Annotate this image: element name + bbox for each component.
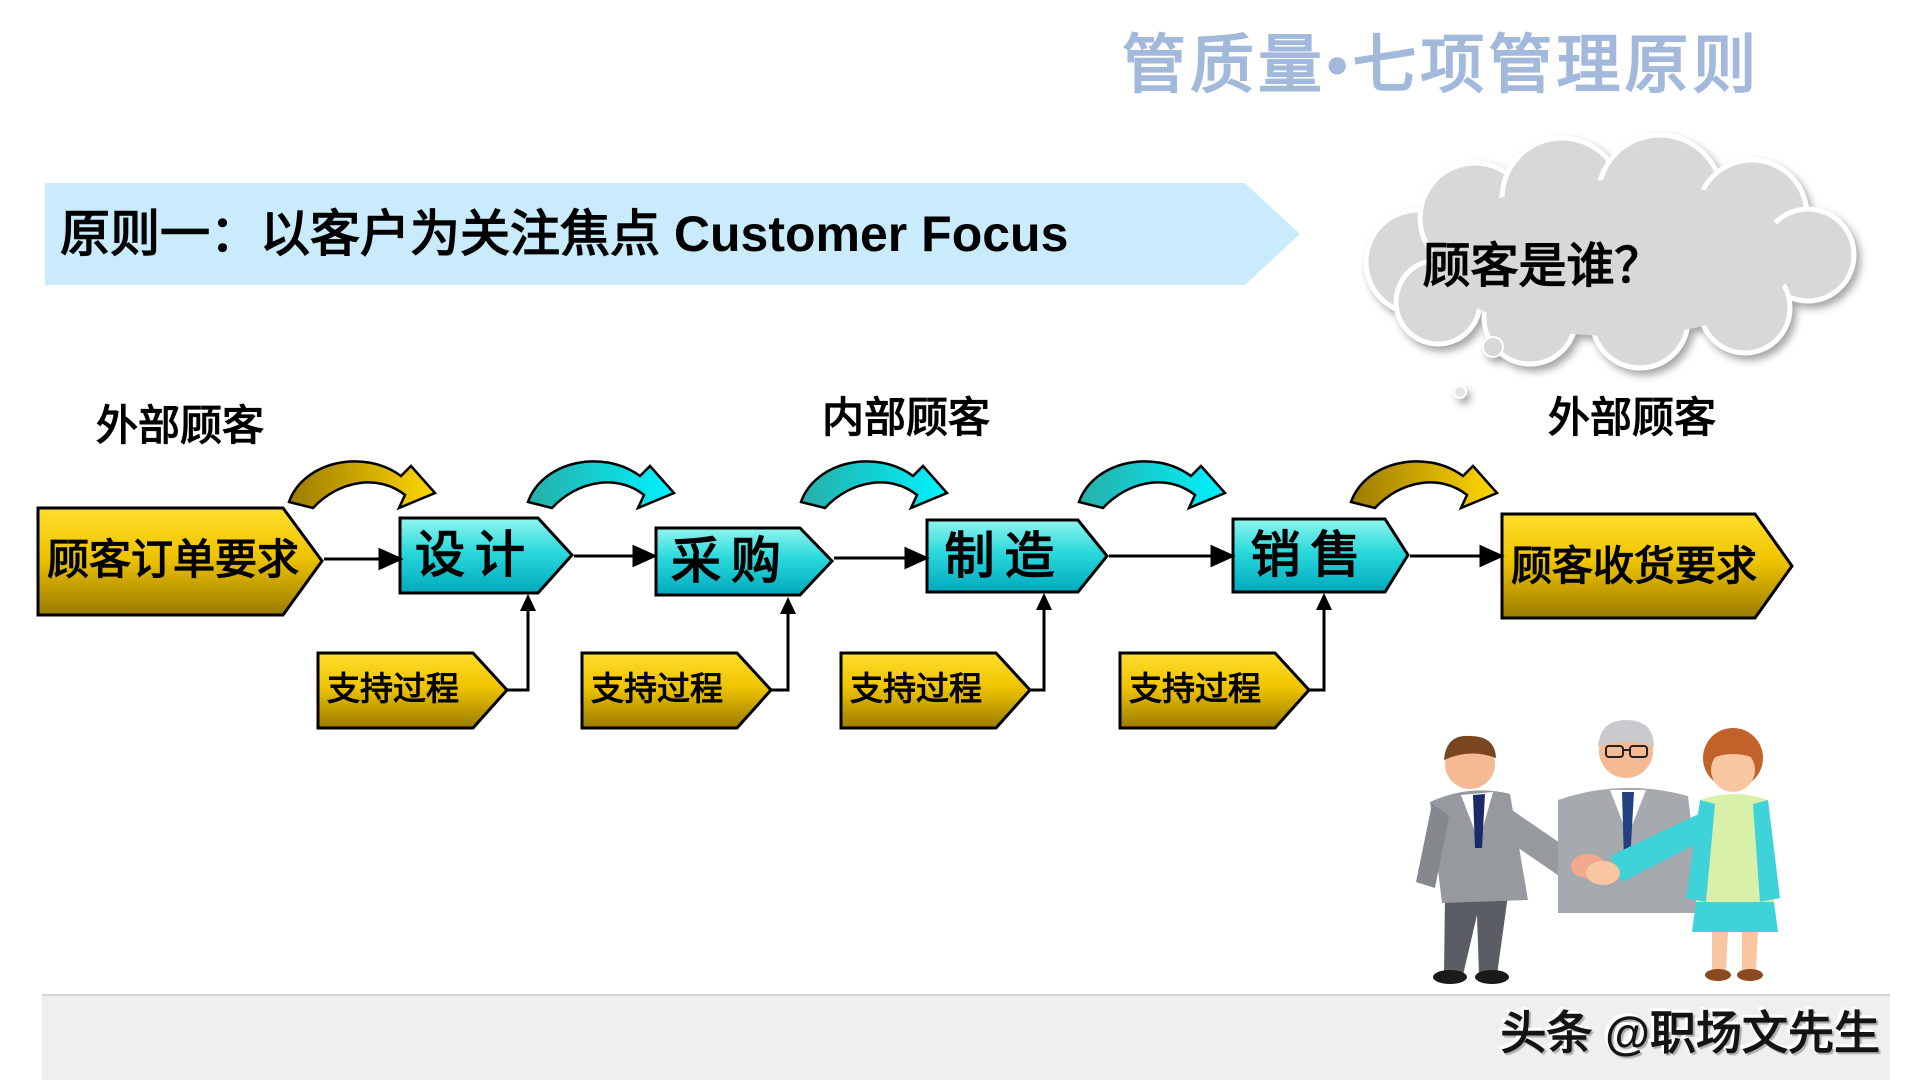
- curved-arrow-gold-1: [287, 460, 438, 511]
- flow-step-sales: 销售: [1250, 527, 1371, 583]
- shape-customer-order: [36, 506, 324, 617]
- label-external-customer-left: 外部顾客: [96, 404, 265, 450]
- curved-arrow-cyan-2: [799, 460, 950, 511]
- support-connectors: [507, 607, 1326, 692]
- principle-banner-title: 原则一：以客户为关注焦点 Customer Focus: [60, 206, 1069, 262]
- label-external-customer-right: 外部顾客: [1548, 396, 1717, 442]
- shape-manufacture: [925, 518, 1109, 594]
- flow-connectors: [324, 544, 1505, 571]
- curved-arrow-cyan-1: [526, 460, 677, 511]
- shape-design: [398, 516, 575, 595]
- shape-customer-receipt: [1500, 512, 1794, 620]
- flow-step-manufacture: 制造: [944, 528, 1065, 584]
- curved-arrow-cyan-3: [1077, 460, 1228, 511]
- support-process-label-2: 支持过程: [591, 672, 723, 708]
- watermark: 头条 @职场文先生: [1500, 1007, 1880, 1059]
- thought-trail-dot: [1453, 385, 1467, 399]
- flow-end-label: 顾客收货要求: [1511, 543, 1757, 589]
- label-internal-customer: 内部顾客: [822, 396, 991, 442]
- shape-purchase: [654, 526, 835, 597]
- support-process-label-4: 支持过程: [1129, 672, 1261, 708]
- people-clipart: [1416, 720, 1780, 984]
- flow-step-purchase: 采购: [671, 533, 791, 589]
- shape-support-1: [316, 651, 510, 730]
- support-process-label-1: 支持过程: [327, 672, 459, 708]
- shape-sales: [1231, 517, 1410, 594]
- page-title: 管质量•七项管理原则: [1122, 30, 1761, 101]
- shape-support-3: [839, 651, 1033, 730]
- thought-trail-dot: [1482, 336, 1504, 358]
- footer-strip: [42, 994, 1890, 1080]
- flow-step-design: 设计: [415, 527, 535, 583]
- shape-support-2: [580, 651, 774, 730]
- thought-cloud-text: 顾客是谁？: [1422, 240, 1663, 293]
- thought-cloud: [1363, 132, 1857, 399]
- principle-banner: [45, 183, 1300, 285]
- support-process-label-3: 支持过程: [850, 672, 982, 708]
- curved-arrow-gold-2: [1349, 460, 1500, 511]
- shape-support-4: [1118, 651, 1312, 730]
- flow-start-label: 顾客订单要求: [46, 538, 299, 584]
